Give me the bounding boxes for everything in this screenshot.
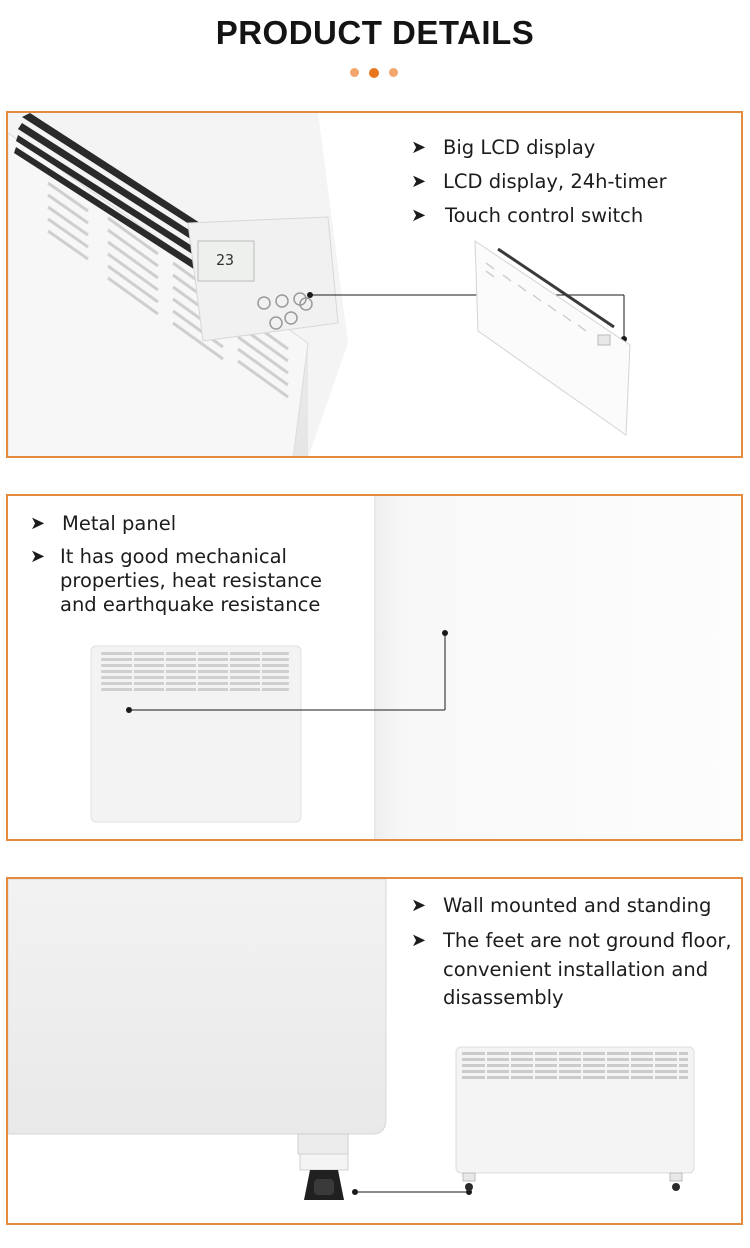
bullet-text: Big LCD display xyxy=(443,136,596,159)
bullet-text: LCD display, 24h-timer xyxy=(443,170,667,193)
lcd-reading: 23 xyxy=(216,251,234,269)
bullet-text-line: and earthquake resistance xyxy=(60,593,321,616)
bullet-text-line: properties, heat resistance xyxy=(60,569,323,592)
heater-thumbnail-tilted xyxy=(474,240,631,436)
heater-front-thumbnail xyxy=(90,645,302,823)
divider-dot-active xyxy=(369,67,379,78)
bullet-arrow-icon: ➤ xyxy=(411,895,427,916)
page-title: PRODUCT DETAILS xyxy=(215,14,535,51)
heater-standing-thumbnail xyxy=(455,1046,695,1191)
feature-panel-mounting: ➤ Wall mounted and standing ➤ The feet a… xyxy=(6,877,743,1225)
feature-panel-lcd: 23 ➤ Big LCD display ➤ LCD display, 24h-… xyxy=(6,111,743,458)
bullet-item: ➤ It has good mechanical properties, hea… xyxy=(30,545,322,617)
bullet-item: ➤ Wall mounted and standing xyxy=(411,892,711,921)
bullet-arrow-icon: ➤ xyxy=(411,137,427,158)
divider-dot xyxy=(350,68,359,77)
bullet-text: Metal panel xyxy=(62,512,177,535)
bullet-text-line: convenient installation and xyxy=(443,957,709,981)
bullet-item: ➤ Metal panel xyxy=(30,510,176,539)
bullet-item: ➤ The feet are not ground floor, conveni… xyxy=(411,927,732,1013)
bullet-text-line: disassembly xyxy=(443,986,564,1009)
divider-dot xyxy=(389,68,398,77)
mounting-image xyxy=(8,879,695,1200)
bullet-text-line: The feet are not ground floor, xyxy=(443,929,732,952)
bullet-text-line: It has good mechanical xyxy=(60,545,287,568)
bullet-item: ➤ Touch control switch xyxy=(411,202,643,231)
feature-panel-metal: ➤ Metal panel ➤ It has good mechanical p… xyxy=(6,494,743,841)
bullet-arrow-icon: ➤ xyxy=(411,930,427,951)
bullet-arrow-icon: ➤ xyxy=(30,513,46,534)
metal-panel-image xyxy=(90,496,741,839)
bullet-arrow-icon: ➤ xyxy=(411,171,427,192)
title-divider-dots xyxy=(350,67,410,80)
heater-foot-closeup xyxy=(297,1133,349,1200)
bullet-text: Wall mounted and standing xyxy=(443,894,712,917)
bullet-item: ➤ LCD display, 24h-timer xyxy=(411,168,667,197)
bullet-arrow-icon: ➤ xyxy=(30,546,46,567)
bullet-arrow-icon: ➤ xyxy=(411,205,427,226)
bullet-item: ➤ Big LCD display xyxy=(411,134,595,163)
heater-closeup-image: 23 xyxy=(8,113,631,456)
bullet-text: Touch control switch xyxy=(445,204,644,227)
